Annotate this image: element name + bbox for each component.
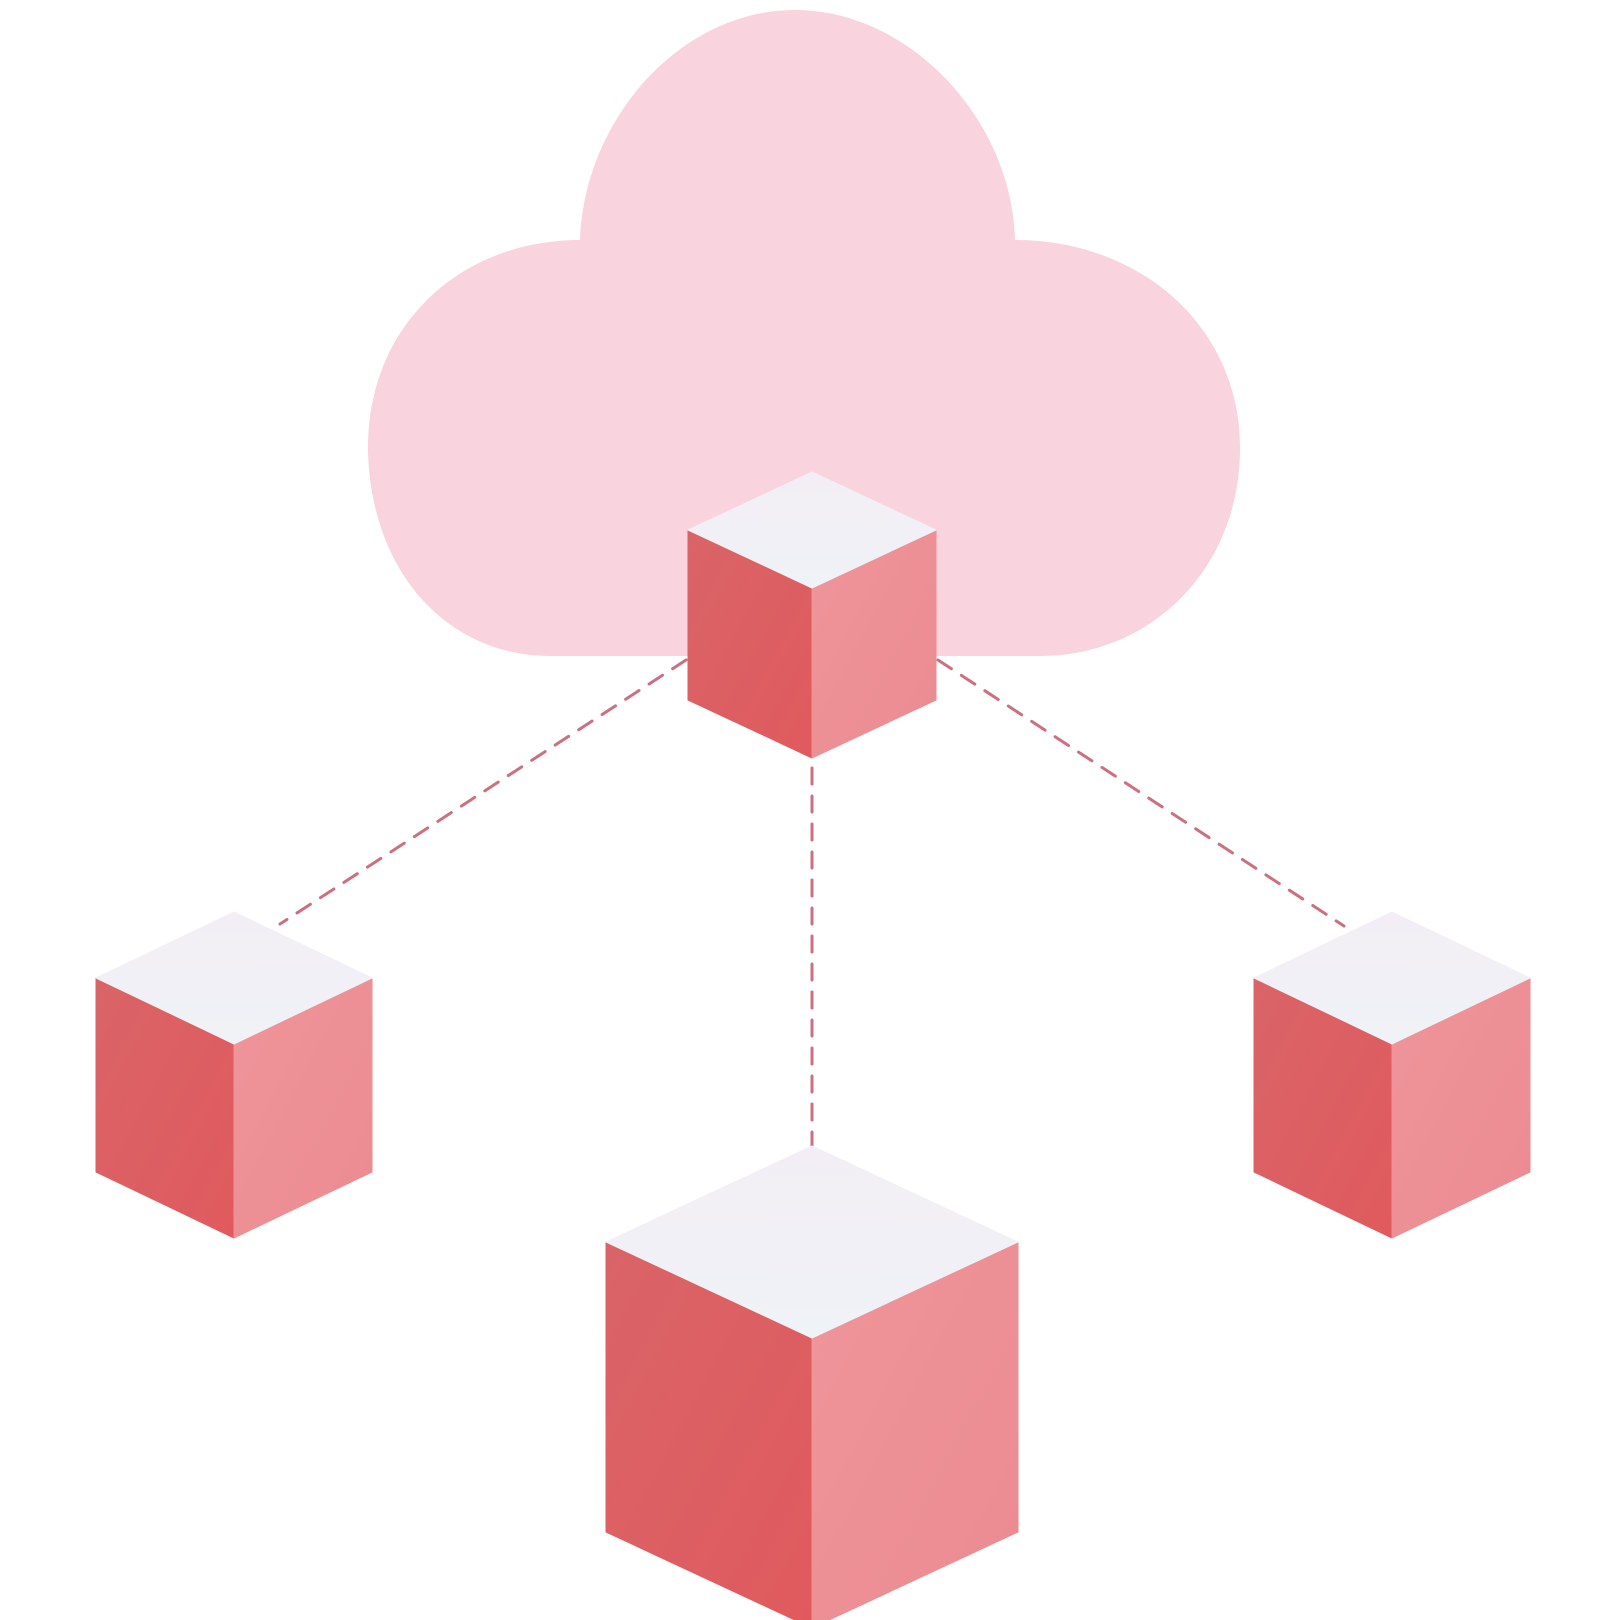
link-hub-right <box>936 658 1346 928</box>
cube-icon <box>605 1145 1019 1620</box>
cube-icon <box>1253 911 1531 1239</box>
connection-lines <box>278 658 1346 1148</box>
cloud-icon <box>367 10 1241 656</box>
cube-face-top <box>687 471 937 589</box>
cube-icon <box>95 911 373 1239</box>
cube-face-top <box>95 911 373 1045</box>
link-hub-left <box>278 658 688 926</box>
cube-face-top <box>1253 911 1531 1045</box>
cube-icon <box>687 471 937 759</box>
cube-face-top <box>605 1145 1019 1339</box>
